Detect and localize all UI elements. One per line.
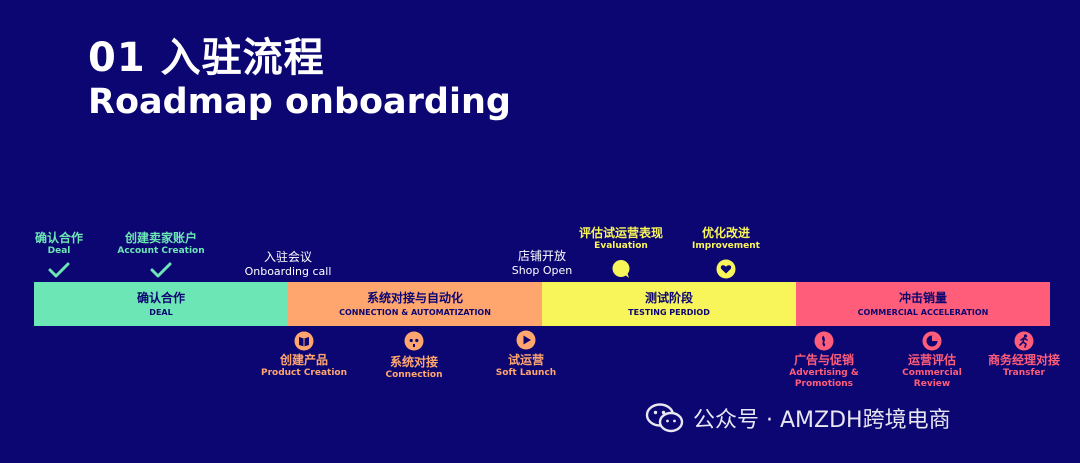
stage-connection: 系统对接与自动化 CONNECTION & AUTOMATIZATION	[288, 282, 542, 326]
check-icon	[150, 262, 172, 278]
chat-bubble-icon	[612, 260, 630, 278]
milestone-improvement-en: Improvement	[692, 241, 760, 251]
stage-acceleration: 冲击销量 COMMERCIAL ACCELERATION	[796, 282, 1050, 326]
milestone-improvement-cn: 优化改进	[701, 226, 751, 240]
task-product-creation-cn: 创建产品	[279, 353, 329, 367]
milestone-onboarding-cn: 入驻会议	[263, 250, 312, 264]
task-connection-cn: 系统对接	[389, 355, 438, 369]
play-icon	[516, 330, 536, 350]
milestone-improvement: 优化改进 Improvement	[692, 226, 760, 252]
task-commercial-review: 运营评估 Commercial Review	[902, 353, 962, 390]
title-line-1: 01 入驻流程	[88, 35, 325, 81]
milestone-evaluation: 评估试运营表现 Evaluation	[579, 226, 663, 252]
milestone-onboarding-en: Onboarding call	[244, 265, 332, 278]
heart-icon	[716, 259, 736, 279]
task-transfer-cn: 商务经理对接	[987, 353, 1061, 367]
milestone-deal-cn: 确认合作	[34, 231, 84, 245]
stage-deal-cn: 确认合作	[136, 290, 185, 305]
milestone-account-en: Account Creation	[117, 246, 205, 256]
task-product-creation-en: Product Creation	[260, 368, 348, 378]
title-line-2: Roadmap onboarding	[88, 82, 511, 122]
wechat-icon	[645, 403, 684, 433]
check-icon	[48, 262, 70, 278]
task-connection: 系统对接 Connection	[385, 355, 442, 381]
watermark: 公众号 · AMZDH跨境电商	[645, 402, 951, 434]
stage-connection-en: CONNECTION & AUTOMATIZATION	[339, 307, 491, 317]
milestone-evaluation-cn: 评估试运营表现	[578, 226, 664, 240]
task-review-cn: 运营评估	[907, 353, 957, 367]
task-review-en-2: Review	[913, 379, 951, 389]
task-advertising-en-1: Advertising &	[789, 368, 859, 378]
task-advertising: 广告与促销 Advertising & Promotions	[789, 353, 858, 390]
task-advertising-en-2: Promotions	[794, 379, 854, 389]
stage-deal-en: DEAL	[149, 307, 173, 317]
task-review-en-1: Commercial	[902, 368, 962, 378]
runner-icon	[1014, 331, 1034, 351]
milestone-shop-open-en: Shop Open	[511, 264, 573, 277]
stage-connection-cn: 系统对接与自动化	[366, 290, 463, 305]
milestone-account-cn: 创建卖家账户	[124, 231, 197, 245]
task-soft-launch-en: Soft Launch	[495, 368, 557, 378]
task-soft-launch: 试运营 Soft Launch	[496, 353, 556, 379]
plug-icon	[404, 331, 424, 351]
ad-icon	[814, 331, 834, 351]
milestone-shop-open: 店铺开放 Shop Open	[512, 249, 573, 278]
task-transfer: 商务经理对接 Transfer	[988, 353, 1060, 379]
book-icon	[294, 331, 314, 351]
task-product-creation: 创建产品 Product Creation	[261, 353, 347, 379]
task-soft-launch-cn: 试运营	[507, 353, 545, 367]
milestone-deal: 确认合作 Deal	[35, 231, 83, 257]
stage-acceleration-en: COMMERCIAL ACCELERATION	[857, 307, 989, 317]
watermark-text: 公众号 · AMZDH跨境电商	[693, 408, 951, 433]
task-advertising-cn: 广告与促销	[793, 353, 855, 367]
pie-chart-icon	[922, 331, 942, 351]
stage-testing-cn: 测试阶段	[644, 290, 693, 305]
task-transfer-en: Transfer	[1003, 368, 1045, 378]
milestone-account-creation: 创建卖家账户 Account Creation	[117, 231, 204, 257]
milestone-onboarding-call: 入驻会议 Onboarding call	[245, 250, 332, 279]
task-connection-en: Connection	[385, 370, 443, 380]
stage-testing: 测试阶段 TESTING PERDIOD	[542, 282, 796, 326]
milestone-evaluation-en: Evaluation	[594, 241, 648, 251]
stage-deal: 确认合作 DEAL	[34, 282, 288, 326]
stage-testing-en: TESTING PERDIOD	[628, 307, 710, 317]
milestone-deal-en: Deal	[47, 246, 71, 256]
stage-acceleration-cn: 冲击销量	[898, 290, 947, 305]
milestone-shop-open-cn: 店铺开放	[517, 249, 567, 263]
